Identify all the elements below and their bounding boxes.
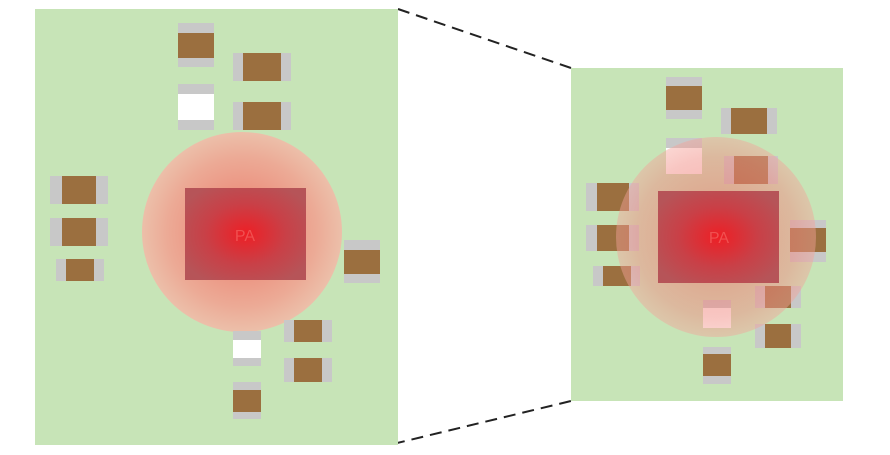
left-component <box>233 53 291 81</box>
left-board: PA <box>35 9 398 445</box>
left-component <box>284 320 332 342</box>
left-component <box>344 240 380 283</box>
left-component <box>233 382 261 419</box>
left-component <box>284 358 332 382</box>
left-component <box>56 259 104 281</box>
left-component <box>50 218 108 246</box>
right-component <box>666 77 702 119</box>
right-board: PA <box>571 68 843 401</box>
left-component <box>50 176 108 204</box>
right-pa-label: PA <box>709 230 729 247</box>
right-pa-chip <box>658 191 779 283</box>
left-component-empty <box>178 84 214 130</box>
connector-line-top <box>397 8 572 69</box>
left-component-empty <box>233 331 261 366</box>
left-component <box>233 102 291 130</box>
right-component <box>721 108 777 134</box>
connector-line-bottom <box>392 400 572 445</box>
right-component <box>703 347 731 384</box>
right-component <box>755 324 801 348</box>
left-component <box>178 23 214 67</box>
left-pa-label: PA <box>235 228 255 245</box>
left-pa-chip <box>185 188 306 280</box>
